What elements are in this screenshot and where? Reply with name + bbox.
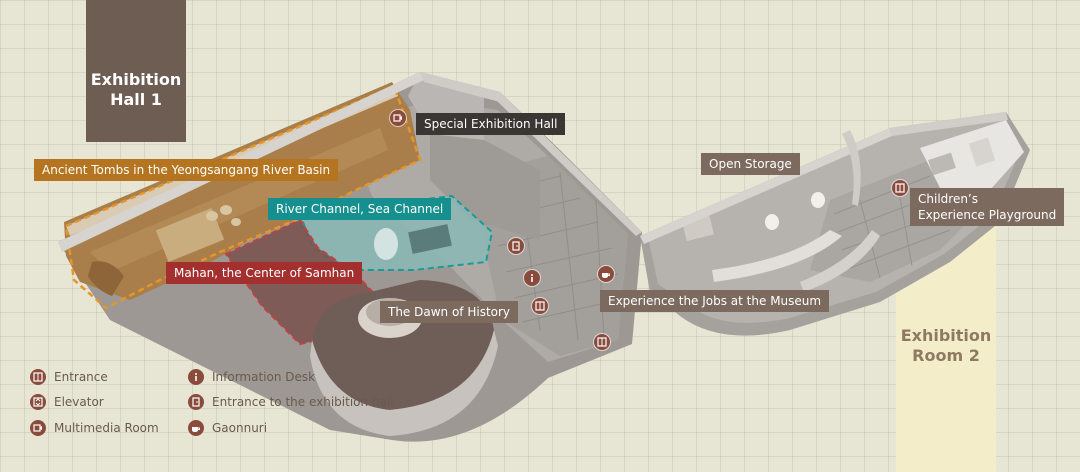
legend-entrance-label: Entrance: [54, 370, 108, 384]
elevator-icon[interactable]: [532, 298, 548, 314]
legend-info-desk: Information Desk: [188, 369, 315, 385]
mahan-label[interactable]: Mahan, the Center of Samhan: [166, 262, 363, 284]
legend-gaonnuri: Gaonnuri: [188, 420, 267, 436]
multimedia-icon[interactable]: [390, 110, 406, 126]
exhibition-room-2-title: Exhibition Room 2: [900, 326, 992, 365]
legend-entrance: Entrance: [30, 369, 108, 385]
legend-hall-entrance-label: Entrance to the exhibition hall: [212, 395, 394, 409]
legend-hall-entrance: Entrance to the exhibition hall: [188, 394, 394, 410]
jobs-experience-label[interactable]: Experience the Jobs at the Museum: [600, 290, 830, 312]
information-icon: [188, 369, 204, 385]
door-icon: [30, 369, 46, 385]
cafe-icon: [188, 420, 204, 436]
legend-elevator: Elevator: [30, 394, 104, 410]
dawn-of-history-label[interactable]: The Dawn of History: [380, 301, 519, 323]
elevator-icon: [30, 394, 46, 410]
legend-info-desk-label: Information Desk: [212, 370, 316, 384]
childrens-playground-label[interactable]: Children’s Experience Playground: [910, 188, 1065, 226]
exhibition-entrance-icon: [188, 394, 204, 410]
information-icon[interactable]: [524, 270, 540, 286]
legend-gaonnuri-label: Gaonnuri: [212, 421, 268, 435]
legend-multimedia-label: Multimedia Room: [54, 421, 159, 435]
exhibition-hall-1-title: Exhibition Hall 1: [90, 70, 182, 109]
legend-elevator-label: Elevator: [54, 395, 104, 409]
main-building: [58, 72, 642, 442]
cafe-icon[interactable]: [598, 266, 614, 282]
elevator-icon[interactable]: [892, 180, 908, 196]
ancient-tombs-label[interactable]: Ancient Tombs in the Yeongsangang River …: [34, 159, 339, 181]
multimedia-icon: [30, 420, 46, 436]
legend-multimedia: Multimedia Room: [30, 420, 159, 436]
open-storage-label[interactable]: Open Storage: [701, 153, 800, 175]
exhibition-entrance-icon[interactable]: [508, 238, 524, 254]
river-channel-label[interactable]: River Channel, Sea Channel: [268, 198, 452, 220]
door-icon[interactable]: [594, 334, 610, 350]
special-exhibition-hall-label[interactable]: Special Exhibition Hall: [416, 113, 566, 135]
hall1-band: [86, 0, 186, 142]
second-building: [640, 112, 1030, 336]
